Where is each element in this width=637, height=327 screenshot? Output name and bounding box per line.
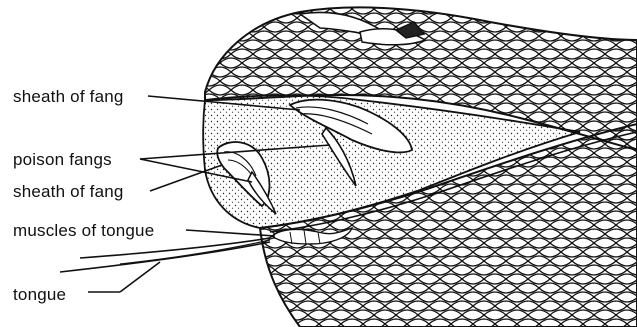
label-tongue: tongue [13, 286, 66, 303]
label-sheath-of-fang-upper: sheath of fang [13, 88, 124, 105]
label-poison-fangs: poison fangs [13, 151, 112, 168]
tongue [60, 238, 270, 272]
label-sheath-of-fang-lower: sheath of fang [13, 183, 124, 200]
label-muscles-of-tongue: muscles of tongue [13, 222, 154, 239]
